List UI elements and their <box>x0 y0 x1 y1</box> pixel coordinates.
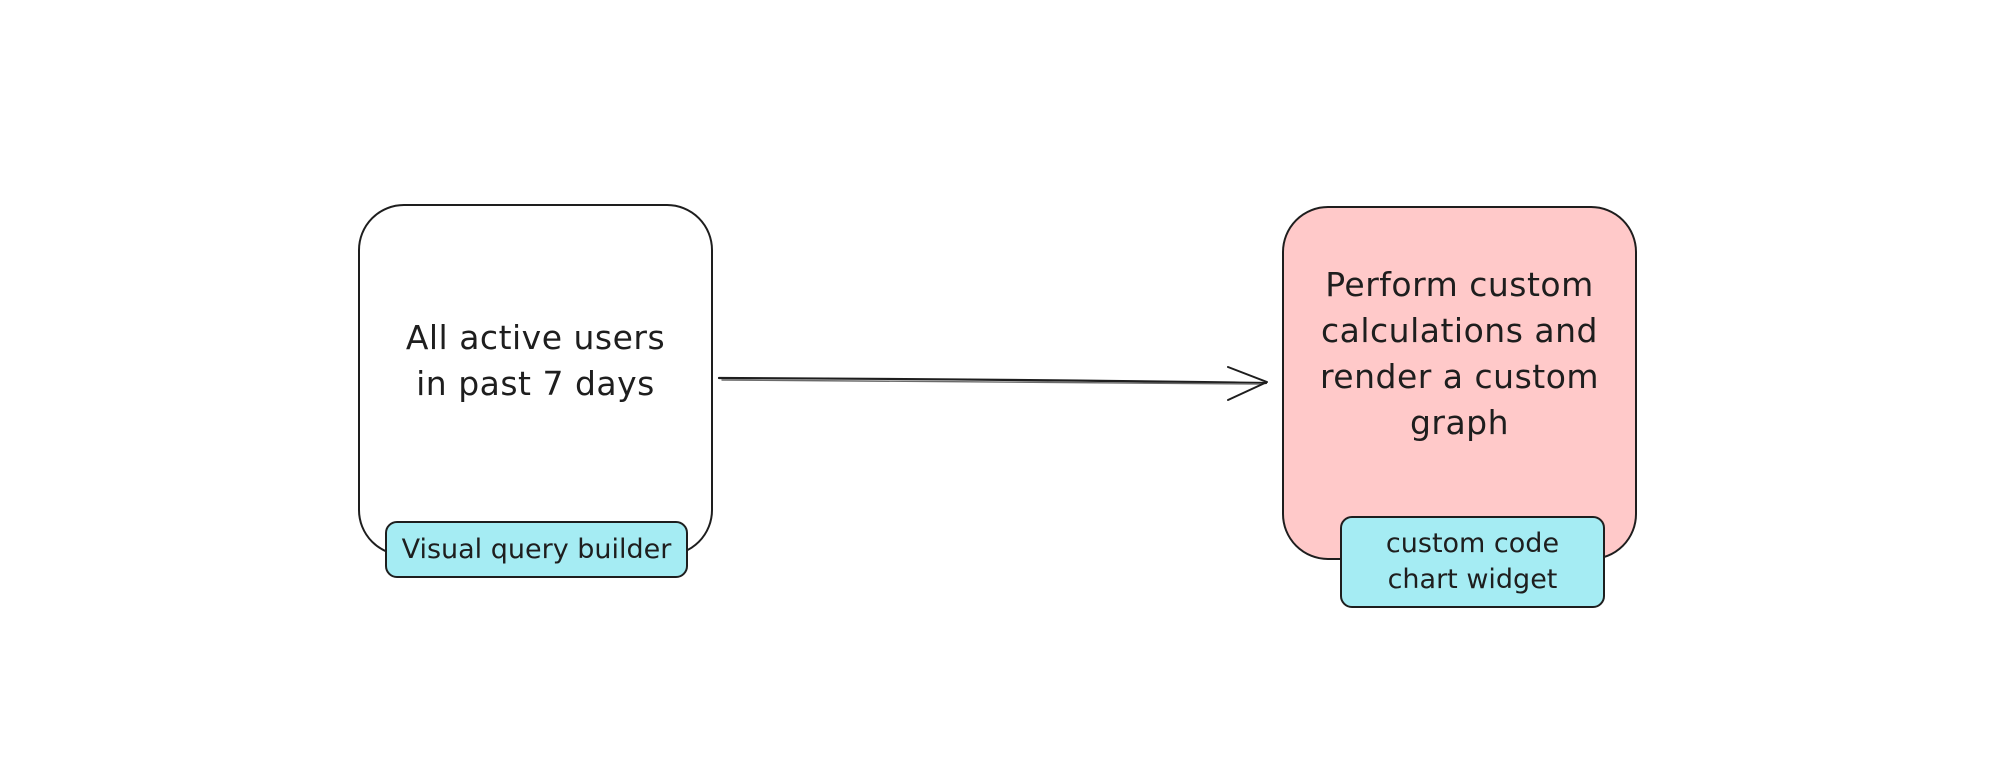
tag-custom-code-chart-widget-label: custom code chart widget <box>1385 528 1560 595</box>
arrow-line-sketch <box>721 379 1263 385</box>
tag-custom-code-chart-widget[interactable]: custom code chart widget <box>1340 516 1605 608</box>
node-active-users[interactable]: All active users in past 7 days <box>358 204 713 556</box>
tag-visual-query-builder[interactable]: Visual query builder <box>385 521 688 578</box>
node-custom-calculations-label: Perform custom calculations and render a… <box>1319 265 1600 442</box>
node-active-users-label: All active users in past 7 days <box>405 318 666 403</box>
tag-visual-query-builder-label: Visual query builder <box>401 533 672 565</box>
arrowhead-icon <box>1227 366 1268 401</box>
node-custom-calculations[interactable]: Perform custom calculations and render a… <box>1282 206 1637 560</box>
arrow-line <box>717 376 1268 385</box>
